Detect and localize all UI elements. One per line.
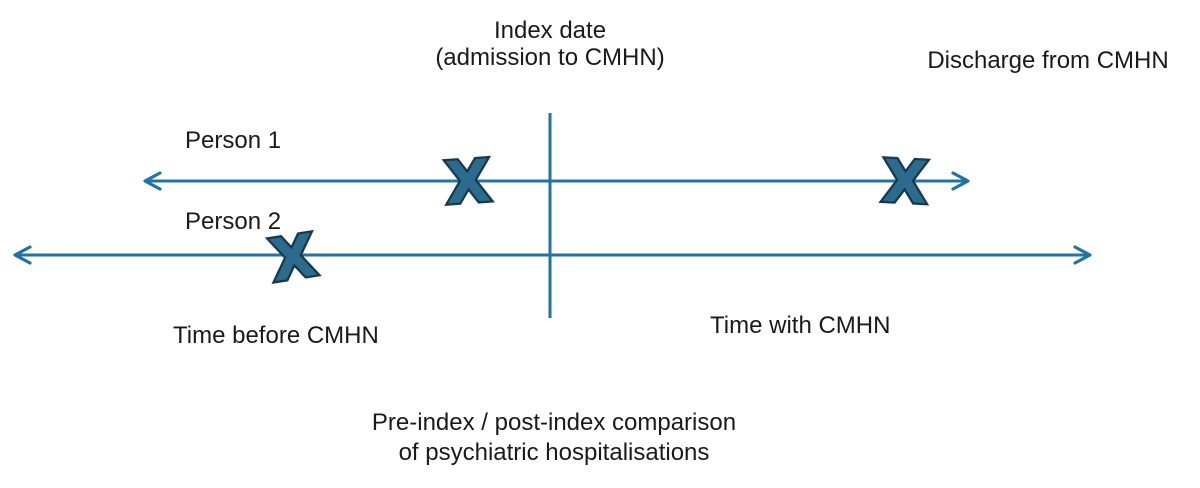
index-date-line1: Index date: [493, 17, 607, 44]
diagram-caption: Pre-index / post-index comparison of psy…: [354, 408, 754, 468]
timeline-left-arrowhead-person2: [13, 245, 32, 265]
hospitalisation-x-mark: X: [881, 147, 929, 217]
index-date-label: Index date (admission to CMHN): [350, 17, 750, 71]
timeline-left-arrowhead-person1: [143, 171, 162, 191]
person1-label: Person 1: [185, 127, 282, 154]
caption-line1: Pre-index / post-index comparison: [371, 409, 737, 436]
timeline-right-arrowhead-person2: [1073, 245, 1092, 265]
person2-label: Person 2: [185, 208, 282, 235]
time-before-cmhn-label: Time before CMHN: [173, 322, 379, 349]
time-with-cmhn-label: Time with CMHN: [710, 312, 891, 339]
hospitalisation-x-mark: X: [443, 147, 492, 218]
index-date-line2: (admission to CMHN): [435, 44, 665, 71]
timeline-right-arrowhead-person1: [951, 171, 970, 191]
caption-line2: of psychiatric hospitalisations: [398, 439, 710, 466]
discharge-label: Discharge from CMHN: [927, 47, 1169, 74]
